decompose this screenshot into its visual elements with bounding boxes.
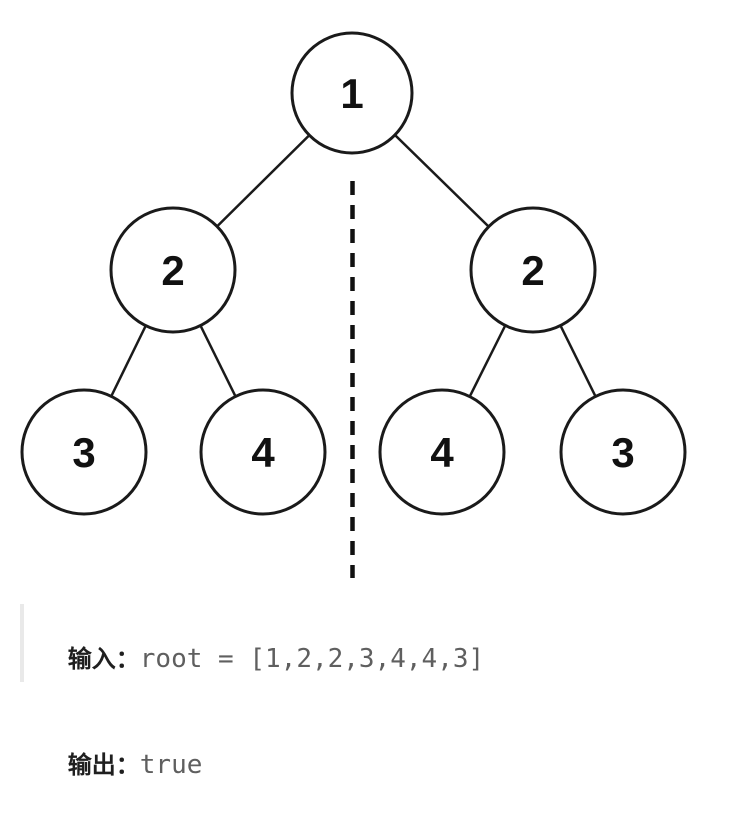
tree-node-right-2: 2 — [469, 206, 597, 334]
symmetric-tree-figure: 1 2 2 3 4 4 3 — [20, 31, 687, 578]
tree-node-root: 1 — [290, 31, 414, 155]
output-label: 输出： — [67, 752, 140, 779]
symmetric-tree-example-page: { "figure": { "description_name": "symme… — [20, 31, 750, 780]
node-circle — [20, 388, 148, 516]
example-output-line: 输出：true — [50, 714, 750, 820]
example-block: 输入：root = [1,2,2,3,4,4,3] 输出：true — [20, 604, 750, 780]
node-circle — [199, 388, 327, 516]
tree-node-left-3: 3 — [20, 388, 148, 516]
node-value: 1 — [340, 70, 363, 117]
node-circle — [469, 206, 597, 334]
example-input-line: 输入：root = [1,2,2,3,4,4,3] — [50, 608, 750, 714]
input-label: 输入： — [67, 646, 140, 673]
tree-node-left-2: 2 — [109, 206, 237, 334]
node-value: 2 — [161, 247, 184, 294]
node-value: 3 — [611, 429, 634, 476]
node-circle — [109, 206, 237, 334]
output-value: true — [139, 750, 203, 780]
tree-node-left-4: 4 — [199, 388, 327, 516]
tree-node-right-3: 3 — [559, 388, 687, 516]
input-value: root = [1,2,2,3,4,4,3] — [139, 644, 485, 674]
node-value: 2 — [521, 247, 544, 294]
node-value: 3 — [72, 429, 95, 476]
node-value: 4 — [251, 429, 275, 476]
tree-node-right-4: 4 — [378, 388, 506, 516]
node-circle — [378, 388, 506, 516]
node-circle — [559, 388, 687, 516]
node-value: 4 — [430, 429, 454, 476]
node-circle — [290, 31, 414, 155]
